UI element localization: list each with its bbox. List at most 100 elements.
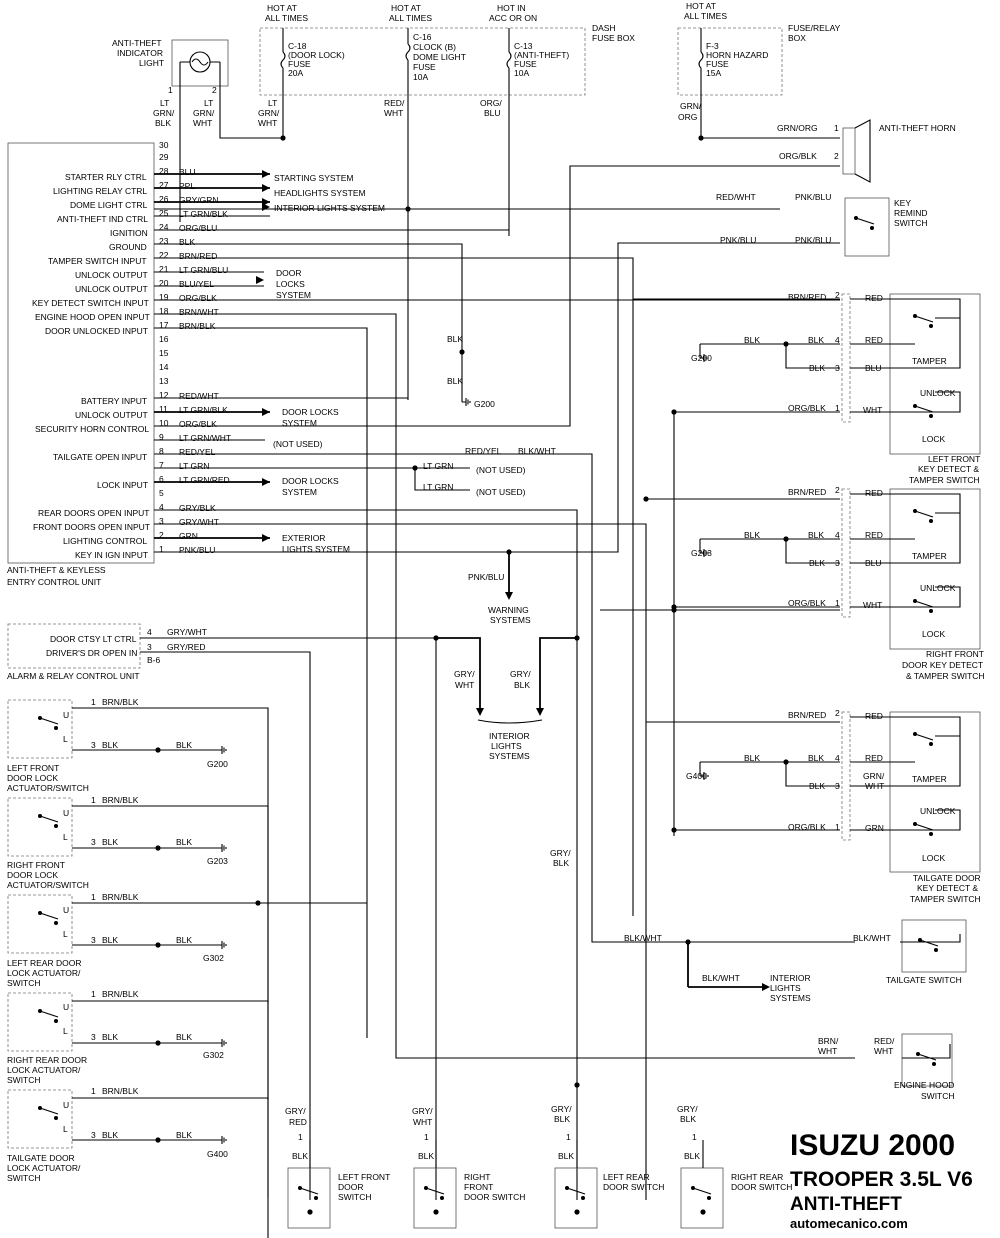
diagram-label: SYSTEMS — [489, 751, 530, 761]
diagram-label: 1 — [91, 697, 96, 707]
splice-dot — [671, 607, 677, 613]
diagram-label: RED/YEL — [179, 447, 216, 457]
diagram-label: L — [63, 1026, 68, 1036]
diagram-label: 2 — [212, 85, 217, 95]
diagram-label: U — [63, 905, 69, 915]
diagram-label: UNLOCK — [920, 388, 956, 398]
diagram-label: BLK — [809, 363, 825, 373]
diagram-label: WHT — [193, 118, 212, 128]
diagram-label: ENTRY CONTROL UNIT — [7, 577, 101, 587]
diagram-label: REAR DOORS OPEN INPUT — [38, 508, 149, 518]
diagram-label: HOT IN — [497, 3, 526, 13]
door-switch — [287, 1167, 331, 1229]
diagram-label: GRY/GRN — [179, 195, 219, 205]
diagram-label: TAILGATE DOOR — [913, 873, 981, 883]
diagram-label: ANTI-THEFT IND CTRL — [57, 214, 148, 224]
arrow-icon — [262, 408, 270, 416]
diagram-label: 20A — [288, 68, 303, 78]
component-box — [844, 197, 890, 257]
diagram-label: WHT — [455, 680, 474, 690]
diagram-label: G400 — [207, 1149, 228, 1159]
diagram-label: SWITCH — [7, 1173, 41, 1183]
arrow-icon — [262, 478, 270, 486]
diagram-label: DOOR UNLOCKED INPUT — [45, 326, 148, 336]
arrow-icon — [262, 184, 270, 192]
diagram-label: C-13 — [514, 41, 533, 51]
diagram-label: ALL TIMES — [265, 13, 308, 23]
diagram-label: INTERIOR — [770, 973, 811, 983]
switch-contact — [929, 742, 933, 746]
splice-dot — [412, 465, 418, 471]
diagram-label: RED — [865, 293, 883, 303]
diagram-label: BLK — [808, 335, 824, 345]
diagram-label: BRN/BLK — [102, 989, 139, 999]
diagram-label: (NOT USED) — [476, 465, 526, 475]
wire-segment — [39, 815, 59, 823]
diagram-label: GRN/ORG — [777, 123, 818, 133]
diagram-label: 28 — [159, 166, 169, 176]
door-lock-actuator — [7, 992, 73, 1052]
diagram-label: GRY/ — [677, 1104, 698, 1114]
diagram-label: WHT — [863, 405, 882, 415]
diagram-label: LT — [268, 98, 277, 108]
diagram-label: ANTI-THEFT HORN — [879, 123, 956, 133]
door-lock-actuator — [7, 797, 73, 857]
diagram-label: ORG/BLK — [779, 151, 817, 161]
diagram-label: DOOR LOCKS — [282, 476, 339, 486]
diagram-label: BRN/BLK — [102, 892, 139, 902]
diagram-label: 4 — [159, 502, 164, 512]
title-model: TROOPER 3.5L V6 — [790, 1168, 973, 1191]
component-box — [901, 919, 967, 973]
diagram-label: BLK — [684, 1151, 700, 1161]
splice-dot — [155, 942, 161, 948]
diagram-label: UNLOCK OUTPUT — [75, 284, 148, 294]
diagram-label: LEFT FRONT — [338, 1172, 390, 1182]
wire-segment — [914, 405, 934, 413]
diagram-label: G200 — [474, 399, 495, 409]
dash-fuse-box — [259, 27, 586, 96]
alarm-relay-control-unit — [7, 623, 141, 669]
diagram-label: BLK — [808, 753, 824, 763]
diagram-label: RED — [865, 335, 883, 345]
diagram-label: LEFT FRONT — [928, 454, 980, 464]
diagram-label: ORG/ — [480, 98, 502, 108]
diagram-label: 25 — [159, 208, 169, 218]
wire-segment — [72, 805, 269, 1003]
splice-dot — [433, 1209, 439, 1215]
diagram-label: 1 — [298, 1132, 303, 1142]
diagram-label: B-6 — [147, 655, 161, 665]
diagram-label: BLK — [155, 118, 171, 128]
diagram-label: ENGINE HOOD OPEN INPUT — [35, 312, 150, 322]
splice-dot — [307, 1209, 313, 1215]
arrow-icon — [476, 708, 484, 716]
diagram-label: SYSTEM — [282, 418, 317, 428]
diagram-label: BLK — [744, 753, 760, 763]
anti-theft-control-unit — [7, 142, 155, 564]
diagram-label: ALL TIMES — [684, 11, 727, 21]
wire-segment — [917, 1053, 937, 1061]
diagram-label: BRN/RED — [788, 710, 826, 720]
diagram-label: 1 — [692, 1132, 697, 1142]
diagram-label: L — [63, 1124, 68, 1134]
switch-contact — [54, 1116, 58, 1120]
switch-contact — [929, 609, 933, 613]
wire-segment — [785, 344, 840, 369]
diagram-label: BLK — [553, 858, 569, 868]
arrow-icon — [262, 203, 270, 211]
diagram-label: GRN — [865, 823, 884, 833]
diagram-label: 26 — [159, 194, 169, 204]
fuse-icon — [405, 43, 411, 61]
diagram-label: 4 — [835, 753, 840, 763]
wire-segment — [154, 243, 463, 402]
switch-contact — [314, 1196, 318, 1200]
horn-icon — [842, 127, 856, 175]
diagram-label: WHT — [874, 1046, 893, 1056]
diagram-label: 1 — [424, 1132, 429, 1142]
diagram-label: UNLOCK OUTPUT — [75, 270, 148, 280]
diagram-label: 12 — [159, 390, 169, 400]
diagram-label: SECURITY HORN CONTROL — [35, 424, 149, 434]
diagram-label: BLK — [447, 376, 463, 386]
diagram-label: 21 — [159, 264, 169, 274]
diagram-label: ORG/BLK — [179, 293, 217, 303]
diagram-label: 3 — [91, 935, 96, 945]
